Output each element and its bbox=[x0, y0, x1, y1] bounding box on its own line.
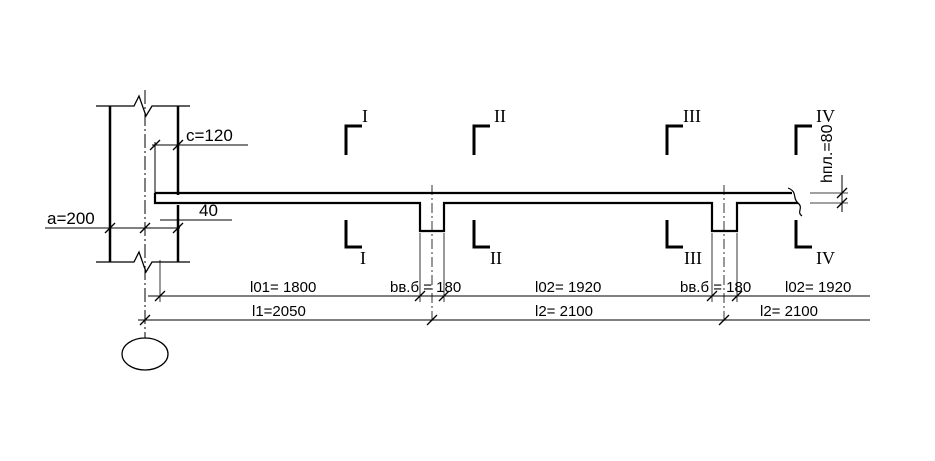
section-III-top-label: III bbox=[683, 106, 701, 126]
ribbed-slab bbox=[153, 185, 803, 322]
section-IV-top-label: IV bbox=[816, 106, 835, 126]
span-l02-1-label: l02= 1920 bbox=[535, 279, 601, 296]
dim-row-2: l1=2050 l2= 2100 l2= 2100 bbox=[138, 303, 870, 326]
dim-40: 40 bbox=[160, 201, 232, 221]
span-l01-label: l01= 1800 bbox=[250, 279, 316, 296]
section-mark-IV: IV IV bbox=[794, 106, 835, 268]
span-b2-label: bв.б = 180 bbox=[680, 279, 751, 296]
section-mark-I: I I bbox=[344, 106, 368, 268]
span-l2-2-label: l2= 2100 bbox=[760, 303, 818, 320]
axis-bubble bbox=[121, 337, 169, 371]
dim-40-label: 40 bbox=[199, 201, 218, 220]
section-II-bottom-label: II bbox=[490, 248, 502, 268]
dim-c-label: c=120 bbox=[186, 126, 233, 145]
dim-row-1: l01= 1800 bв.б = 180 l02= 1920 bв.б = 18… bbox=[148, 233, 870, 302]
section-I-bottom-label: I bbox=[360, 248, 366, 268]
section-mark-II: II II bbox=[472, 106, 506, 268]
section-II-top-label: II bbox=[494, 106, 506, 126]
section-IV-bottom-label: IV bbox=[816, 248, 835, 268]
dim-c: c=120 bbox=[149, 126, 248, 193]
span-l02-2-label: l02= 1920 bbox=[785, 279, 851, 296]
wall bbox=[96, 90, 190, 338]
span-b1-label: bв.б = 180 bbox=[390, 279, 461, 296]
dim-a: a=200 bbox=[45, 209, 184, 234]
section-III-bottom-label: III bbox=[684, 248, 702, 268]
dim-a-label: a=200 bbox=[47, 209, 95, 228]
span-l1-label: l1=2050 bbox=[252, 303, 306, 320]
dim-h: hпл.=80 bbox=[810, 124, 848, 212]
dim-h-label: hпл.=80 bbox=[819, 124, 836, 183]
section-I-top-label: I bbox=[362, 106, 368, 126]
section-mark-III: III III bbox=[665, 106, 702, 268]
span-l2-1-label: l2= 2100 bbox=[535, 303, 593, 320]
